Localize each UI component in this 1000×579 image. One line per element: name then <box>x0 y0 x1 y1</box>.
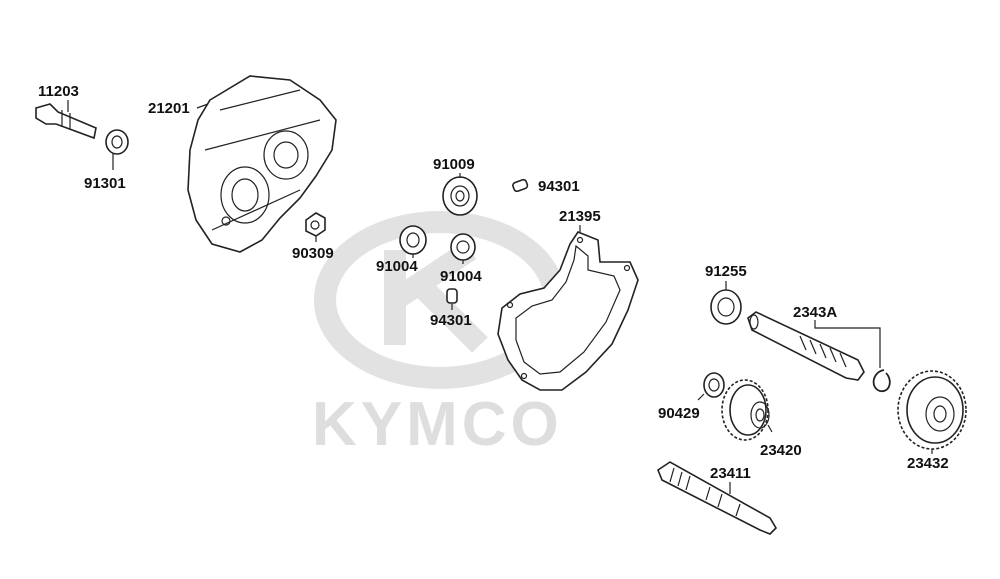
part-94301-dowel-pin-top[interactable] <box>512 178 529 193</box>
watermark-text: KYMCO <box>312 390 563 459</box>
part-91004-bearing-right[interactable] <box>450 233 476 261</box>
part-2343A-drive-shaft[interactable] <box>747 311 865 381</box>
part-circlip[interactable] <box>872 369 891 392</box>
part-21201-transmission-cover[interactable] <box>187 75 337 253</box>
label-23420: 23420 <box>760 442 802 459</box>
part-90429-washer[interactable] <box>703 372 725 398</box>
label-94301-top: 94301 <box>538 178 580 195</box>
part-91301-washer[interactable] <box>105 129 129 155</box>
label-94301-bottom: 94301 <box>430 312 472 329</box>
label-21395: 21395 <box>559 208 601 225</box>
label-90309: 90309 <box>292 245 334 262</box>
part-91255-oil-seal[interactable] <box>710 289 742 325</box>
label-91009: 91009 <box>433 156 475 173</box>
label-91004-right: 91004 <box>440 268 482 285</box>
part-23432-gear[interactable] <box>897 370 967 450</box>
part-90309-nut[interactable] <box>305 212 326 237</box>
part-94301-dowel-pin-bottom[interactable] <box>446 288 458 304</box>
label-23432: 23432 <box>907 455 949 472</box>
part-91009-bearing[interactable] <box>442 176 478 216</box>
part-91004-bearing-left[interactable] <box>399 225 427 255</box>
label-21201: 21201 <box>148 100 190 117</box>
label-2343A: 2343A <box>793 304 837 321</box>
part-23420-gear[interactable] <box>721 379 770 441</box>
part-21395-gasket[interactable] <box>497 231 639 391</box>
label-23411: 23411 <box>710 465 751 482</box>
part-23411-output-shaft[interactable] <box>657 461 778 535</box>
part-11203-bolt[interactable] <box>35 103 97 140</box>
label-91004-left: 91004 <box>376 258 418 275</box>
label-91255: 91255 <box>705 263 747 280</box>
label-11203: 11203 <box>38 83 79 100</box>
label-91301: 91301 <box>84 175 126 192</box>
label-90429: 90429 <box>658 405 700 422</box>
